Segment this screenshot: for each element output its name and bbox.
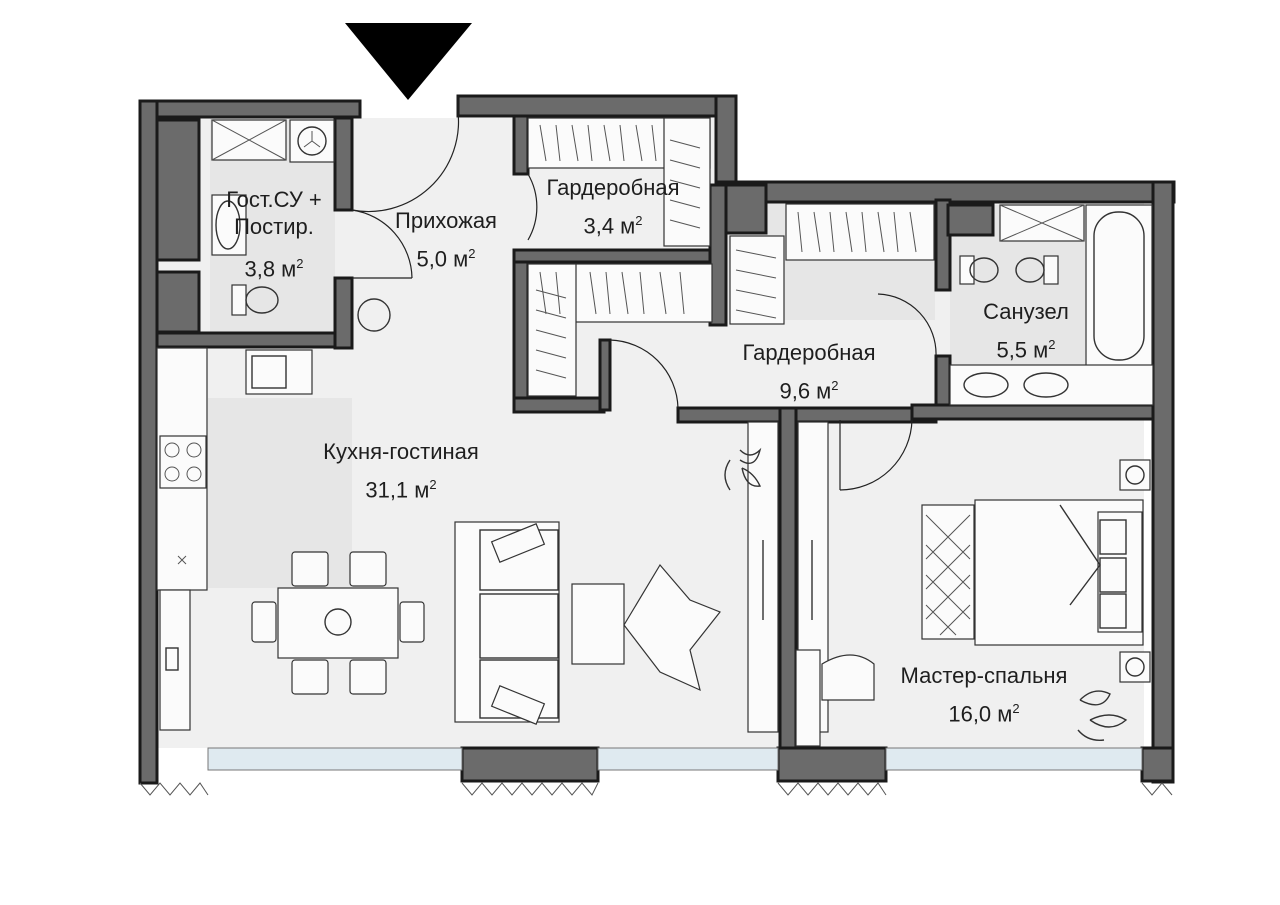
washing-machine-icon <box>289 119 335 163</box>
room-name: Постир. <box>234 214 314 239</box>
armchair-icon <box>623 563 721 692</box>
room-name: Гардеробная <box>742 340 876 365</box>
windows <box>139 747 1173 796</box>
entrance-arrow-icon <box>345 23 472 100</box>
dining-table-icon <box>251 551 425 695</box>
room-label-hallway: Прихожая 5,0 м2 <box>395 207 497 272</box>
bathtub-icon <box>1085 204 1153 368</box>
bed-icon <box>921 459 1151 683</box>
wardrobe-shelves <box>527 117 935 397</box>
room-name: Санузел <box>983 299 1069 324</box>
room-name: Гардеробная <box>546 175 680 200</box>
desk <box>795 649 875 747</box>
room-label-wardrobe-small: Гардеробная 3,4 м2 <box>546 174 679 239</box>
sink-icon <box>211 194 247 256</box>
toilet-icon <box>959 255 1059 285</box>
guest-bathroom-fixtures <box>211 119 391 395</box>
room-name: Кухня-гостиная <box>323 439 479 464</box>
room-name: Мастер-спальня <box>900 663 1068 688</box>
room-area: 3,4 м2 <box>583 213 643 239</box>
plant-icon <box>724 447 762 491</box>
nightstand-lamp <box>1119 459 1151 683</box>
room-label-guest-bathroom: Гост.СУ + Постир. 3,8 м2 <box>226 186 322 282</box>
room-label-master-bedroom: Мастер-спальня 16,0 м2 <box>901 662 1068 727</box>
room-area: 16,0 м2 <box>948 701 1020 727</box>
sofa-icon <box>454 521 625 725</box>
room-area: 31,1 м2 <box>365 477 437 503</box>
room-area: 9,6 м2 <box>779 378 839 404</box>
room-label-bathroom: Санузел 5,5 м2 <box>983 298 1069 363</box>
stove-icon <box>159 435 207 489</box>
room-area: 3,8 м2 <box>244 256 304 282</box>
walls <box>138 94 1176 785</box>
kitchen-fixtures <box>156 347 208 731</box>
toilet-icon <box>231 284 279 316</box>
plant-icon <box>1077 690 1128 741</box>
room-label-wardrobe-large: Гардеробная 9,6 м2 <box>742 339 875 404</box>
room-area: 5,0 м2 <box>416 246 476 272</box>
room-name: Прихожая <box>395 208 497 233</box>
floors <box>157 118 1144 748</box>
doors <box>351 96 937 491</box>
room-label-kitchen-living: Кухня-гостиная 31,1 м2 <box>323 438 479 503</box>
bathroom-fixtures <box>949 204 1154 406</box>
room-area: 5,5 м2 <box>996 337 1056 363</box>
room-name: Гост.СУ + <box>226 187 322 212</box>
